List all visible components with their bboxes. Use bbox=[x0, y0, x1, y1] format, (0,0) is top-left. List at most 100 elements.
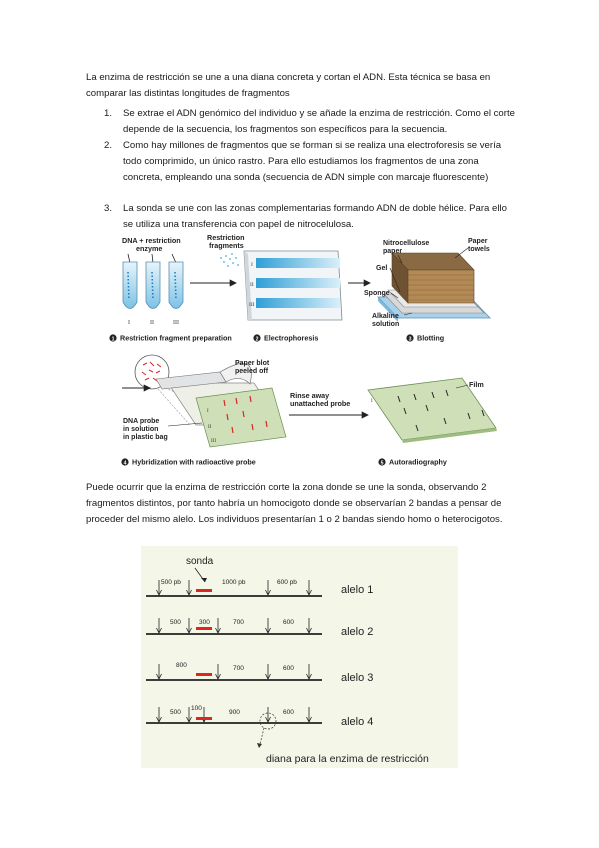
fragment-label: 600 bbox=[283, 665, 294, 672]
membrane-lane: II bbox=[208, 425, 212, 430]
steps-list: 1. Se extrae el ADN genómico del individ… bbox=[86, 106, 516, 233]
fragment-label: 1000 pb bbox=[222, 579, 246, 586]
step-text: La sonda se une con las zonas complement… bbox=[123, 203, 507, 230]
restriction-fragments-label-2: fragments bbox=[209, 241, 244, 250]
paper-towels-label: Paper bbox=[468, 238, 488, 245]
fragment-label: 900 bbox=[229, 709, 240, 716]
step-badge bbox=[406, 334, 414, 342]
membrane bbox=[195, 387, 287, 448]
rinse-label-2: unattached probe bbox=[290, 399, 350, 408]
step-badge-num: 5 bbox=[381, 460, 384, 466]
tube-label: III bbox=[173, 320, 179, 326]
fragment-label: 800 bbox=[176, 662, 187, 669]
fragment-label: 600 bbox=[283, 709, 294, 716]
film-bands bbox=[397, 389, 485, 432]
dna-enzyme-label: DNA + restriction bbox=[122, 236, 181, 245]
step-badge-num: 2 bbox=[256, 336, 259, 342]
step-label: Restriction fragment preparation bbox=[120, 334, 232, 343]
probe-mark bbox=[196, 717, 212, 720]
blotting-group: Nitrocellulose paper Paper towels Gel Sp… bbox=[364, 238, 491, 328]
fragment-dots bbox=[220, 253, 239, 267]
hybridized-bands bbox=[223, 395, 268, 434]
step-label: Electrophoresis bbox=[264, 334, 318, 343]
step-label: Autoradiography bbox=[389, 458, 447, 467]
allele-row: 500 pb 1000 pb 600 pb alelo 1 bbox=[146, 579, 373, 597]
fragment-label: 700 bbox=[233, 619, 244, 626]
step-text: Como hay millones de fragmentos que se f… bbox=[123, 140, 502, 183]
step-labels-row-1: 1 Restriction fragment preparation 2 Ele… bbox=[109, 334, 444, 343]
gel-label: Gel bbox=[376, 265, 387, 272]
step-badge-num: 1 bbox=[112, 336, 115, 342]
probe-mark bbox=[196, 589, 212, 592]
tube-i bbox=[122, 261, 138, 309]
sponge-label: Sponge bbox=[364, 290, 390, 297]
step-number: 2. bbox=[104, 140, 113, 151]
alkaline-label: Alkaline bbox=[372, 313, 399, 320]
dna-probe-label-3: in plastic bag bbox=[123, 434, 168, 441]
nitrocellulose-label-2: paper bbox=[383, 248, 402, 255]
allele-row: 500 100 900 600 alelo 4 bbox=[146, 705, 373, 728]
paper-blot-peel bbox=[219, 363, 252, 385]
allele-row: 800 700 600 alelo 3 bbox=[146, 662, 373, 684]
tube-label: I bbox=[128, 320, 130, 326]
electrophoresis-group: Restriction fragments I II III bbox=[207, 233, 343, 321]
restriction-fragments-label: Restriction bbox=[207, 233, 245, 242]
step-label: Hybridization with radioactive probe bbox=[132, 458, 256, 467]
probe-mark bbox=[196, 627, 212, 630]
target-site-circle bbox=[259, 712, 277, 730]
allele-row: 500 300 700 600 alelo 2 bbox=[146, 618, 373, 638]
dna-probe-label-2: in solution bbox=[123, 426, 158, 433]
step-item: 2. Como hay millones de fragmentos que s… bbox=[86, 138, 516, 201]
target-site-label: diana para la enzima de restricción bbox=[266, 753, 429, 765]
tube-label: II bbox=[150, 320, 154, 326]
membrane-lane: III bbox=[211, 439, 216, 444]
sonda-label: sonda bbox=[186, 556, 214, 567]
alkaline-label-2: solution bbox=[372, 321, 399, 328]
step-badge bbox=[253, 334, 261, 342]
fragment-label: 500 bbox=[170, 619, 181, 626]
allele-name: alelo 1 bbox=[341, 584, 373, 596]
film-label: Film bbox=[469, 380, 484, 389]
probe-molecules bbox=[141, 361, 162, 382]
tube-ii bbox=[145, 261, 161, 309]
paper-towels-label-2: towels bbox=[468, 246, 490, 253]
step-item: 3. La sonda se une con las zonas complem… bbox=[86, 201, 516, 233]
fragment-label: 600 pb bbox=[277, 579, 297, 586]
gel-lane-i bbox=[256, 258, 340, 268]
tube-iii bbox=[168, 261, 184, 309]
dna-probe-label: DNA probe bbox=[123, 418, 159, 425]
fragment-label: 500 pb bbox=[161, 579, 181, 586]
dna-enzyme-label-2: enzyme bbox=[136, 244, 162, 253]
lane-label: I bbox=[251, 262, 253, 268]
fragment-label: 500 bbox=[170, 709, 181, 716]
step-badge-num: 4 bbox=[124, 460, 127, 466]
step-badge-num: 3 bbox=[409, 336, 412, 342]
step-badge bbox=[121, 458, 129, 466]
probe-mark bbox=[196, 673, 212, 676]
membrane-lane: I bbox=[207, 409, 209, 414]
step-item: 1. Se extrae el ADN genómico del individ… bbox=[86, 106, 516, 138]
allele-name: alelo 4 bbox=[341, 716, 373, 728]
autoradiography-group: I Film bbox=[367, 377, 497, 443]
step-labels-row-2: 4 Hybridization with radioactive probe 5… bbox=[121, 458, 447, 467]
lane-label: II bbox=[250, 282, 254, 288]
paper-blot-label-2: peeled off bbox=[235, 368, 269, 375]
fragment-label: 600 bbox=[283, 619, 294, 626]
step-label: Blotting bbox=[417, 334, 444, 343]
figure-background bbox=[141, 546, 458, 768]
step-number: 3. bbox=[104, 203, 113, 214]
fragment-label: 300 bbox=[199, 619, 210, 626]
gel-lane-ii bbox=[256, 278, 340, 288]
allele-name: alelo 3 bbox=[341, 672, 373, 684]
paper-blot-label: Paper blot bbox=[235, 360, 270, 367]
hybridization-group: I II III Paper blot peeled off DNA probe… bbox=[122, 354, 287, 448]
rinse-label: Rinse away bbox=[290, 391, 329, 400]
gel-lane-iii bbox=[256, 298, 340, 308]
allele-name: alelo 2 bbox=[341, 626, 373, 638]
nitrocellulose-label: Nitrocellulose bbox=[383, 240, 429, 247]
step-text: Se extrae el ADN genómico del individuo … bbox=[123, 108, 515, 135]
film-lane: I bbox=[371, 399, 373, 404]
